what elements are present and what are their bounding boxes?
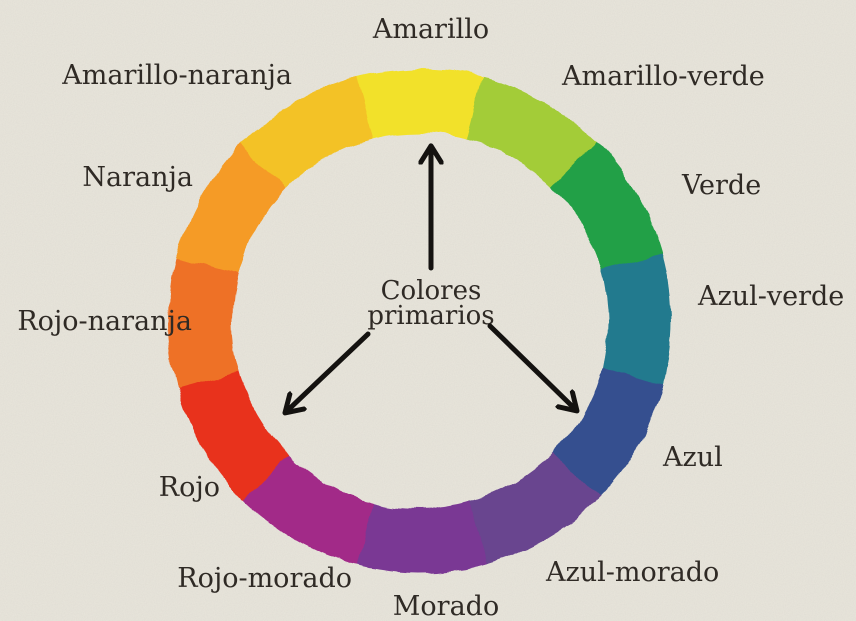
label-verde: Verde: [681, 170, 761, 201]
center-label: Colores primarios: [367, 276, 494, 331]
label-azul-verde: Azul-verde: [697, 281, 844, 312]
label-morado: Morado: [393, 591, 499, 621]
color-ring: [168, 69, 672, 573]
wheel-segment-amarillo-naranja: [240, 76, 374, 190]
wheel-segment-rojo: [175, 367, 289, 501]
label-amarillo-naranja: Amarillo-naranja: [61, 60, 292, 91]
label-rojo-morado: Rojo-morado: [177, 563, 352, 594]
label-amarillo: Amarillo: [372, 14, 489, 45]
label-rojo-naranja: Rojo-naranja: [17, 306, 192, 337]
wheel-segment-verde: [551, 141, 665, 275]
label-azul-morado: Azul-morado: [545, 557, 719, 588]
wheel-segment-naranja: [175, 141, 289, 275]
arrow-down-right-icon: [487, 323, 574, 408]
center-label-line2: primarios: [367, 301, 494, 331]
wheel-segment-azul: [551, 367, 665, 501]
wheel-segment-morado: [352, 502, 488, 573]
label-naranja: Naranja: [82, 162, 193, 193]
center-label-line1: Colores: [381, 276, 482, 306]
label-amarillo-verde: Amarillo-verde: [561, 61, 765, 92]
wheel-segment-amarillo: [352, 69, 488, 140]
wheel-segment-azul-morado: [466, 452, 600, 566]
label-rojo: Rojo: [159, 472, 220, 503]
label-azul: Azul: [662, 442, 723, 473]
arrow-down-left-icon: [288, 331, 371, 410]
wheel-segment-azul-verde: [601, 253, 672, 389]
wheel-segment-amarillo-verde: [466, 76, 600, 190]
wheel-segment-rojo-morado: [240, 452, 374, 566]
segment-labels: AmarilloAmarillo-verdeVerdeAzul-verdeAzu…: [17, 14, 844, 621]
wheel-segment-rojo-naranja: [168, 253, 239, 389]
